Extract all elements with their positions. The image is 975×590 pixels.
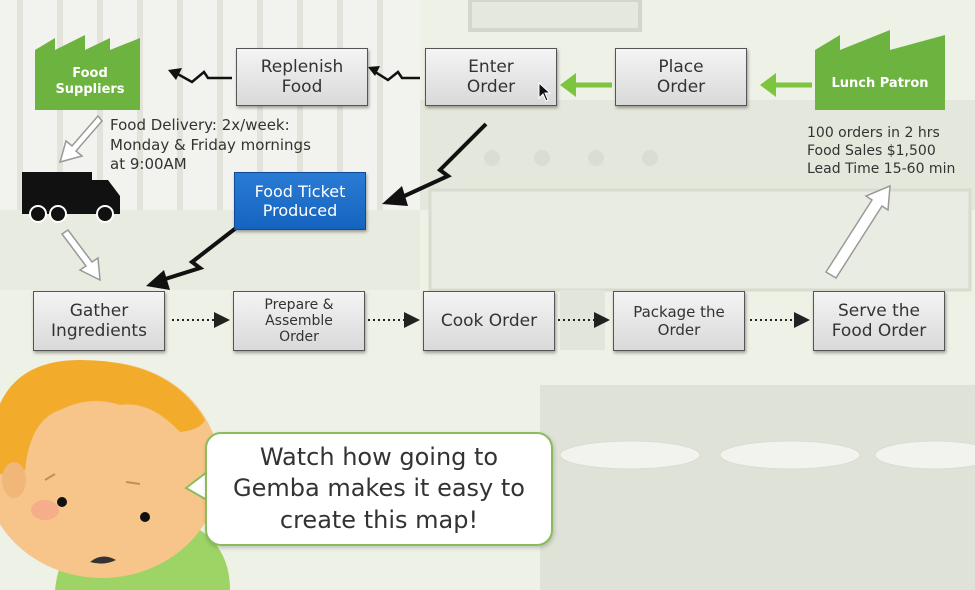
- enter-order-box: Enter Order: [425, 48, 557, 106]
- food-suppliers-label: Food Suppliers: [55, 66, 125, 98]
- electronic-info-arrow-1: [368, 66, 420, 82]
- electronic-info-arrow-2: [168, 68, 232, 84]
- serve-food-order-box: Serve the Food Order: [813, 291, 945, 351]
- gather-ingredients-box: Gather Ingredients: [33, 291, 165, 351]
- place-order-box: Place Order: [615, 48, 747, 106]
- mouse-cursor-icon: [538, 82, 552, 102]
- speech-bubble-tail: [184, 471, 208, 501]
- customer-metrics-note: 100 orders in 2 hrs Food Sales $1,500 Le…: [807, 125, 956, 178]
- electronic-info-arrow-3: [382, 122, 488, 206]
- lunch-patron-label: Lunch Patron: [831, 76, 929, 91]
- cook-order-box: Cook Order: [423, 291, 555, 351]
- supplier-factory-icon: [35, 35, 140, 110]
- delivery-truck-icon: [22, 172, 120, 223]
- electronic-info-arrow-4: [146, 226, 238, 290]
- order-flow-arrow-left: [760, 73, 812, 97]
- speech-bubble: Watch how going to Gemba makes it easy t…: [205, 432, 553, 546]
- shipment-arrow-supplier: [58, 114, 103, 164]
- shipment-arrow-truck: [60, 228, 101, 282]
- delivery-note: Food Delivery: 2x/week: Monday & Friday …: [110, 116, 311, 173]
- customer-factory-icon: [815, 30, 945, 110]
- order-flow-arrow-right: [560, 73, 612, 97]
- cartoon-character: [0, 360, 230, 590]
- package-order-box: Package the Order: [613, 291, 745, 351]
- food-ticket-box: Food Ticket Produced: [234, 172, 366, 230]
- prepare-assemble-box: Prepare & Assemble Order: [233, 291, 365, 351]
- replenish-food-box: Replenish Food: [236, 48, 368, 106]
- shipment-arrow-customer: [824, 184, 891, 280]
- speech-bubble-text: Watch how going to Gemba makes it easy t…: [233, 443, 525, 534]
